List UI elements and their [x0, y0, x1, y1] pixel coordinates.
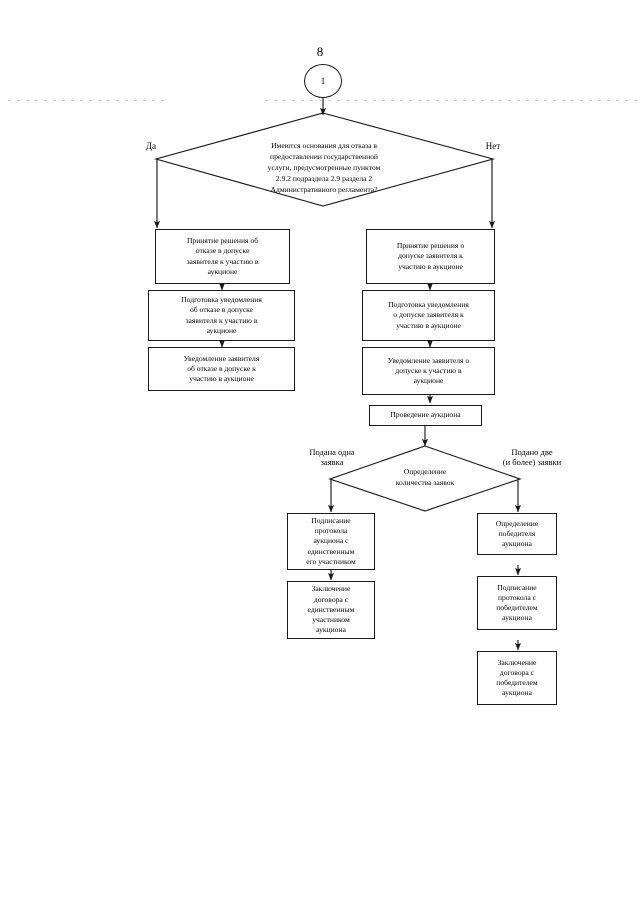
process-box-decision-admission: Принятие решения о допуске заявителя к у…: [366, 229, 495, 284]
start-connector-label: 1: [320, 76, 326, 86]
box-text: Заключение договора с единственным участ…: [307, 584, 355, 635]
process-box-contract-single: Заключение договора с единственным участ…: [287, 581, 375, 639]
branch-label-two-or-more-applications: Подано две (и более) заявки: [502, 447, 562, 468]
box-text: Принятие решения о допуске заявителя к у…: [396, 241, 465, 271]
box-text: Подписание протокола с победителем аукци…: [496, 582, 538, 623]
process-box-auction-holding: Проведение аукциона: [369, 405, 482, 426]
box-text: Заключение договора с победителем аукцио…: [496, 657, 538, 698]
box-text: Подписание протокола аукциона с единстве…: [306, 515, 356, 566]
process-box-notice-prep-refusal: Подготовка уведомления об отказе в допус…: [148, 290, 295, 341]
process-box-sign-protocol-single: Подписание протокола аукциона с единстве…: [287, 513, 375, 570]
scan-artifact-line: [265, 100, 640, 101]
box-text: Уведомление заявителя об отказе в допуск…: [183, 353, 260, 384]
process-box-contract-winner: Заключение договора с победителем аукцио…: [477, 651, 557, 705]
scan-artifact-line: [8, 100, 168, 101]
box-text: Принятие решения об отказе в допуске зая…: [186, 236, 259, 276]
box-text: Определение победителя аукциона: [495, 518, 539, 549]
process-box-determine-winner: Определение победителя аукциона: [477, 513, 557, 555]
branch-label-no: Нет: [485, 141, 501, 151]
box-text: Подготовка уведомления о допуске заявите…: [388, 300, 469, 330]
box-text: Уведомление заявителя о допуске к участи…: [387, 355, 470, 386]
process-box-notice-refusal: Уведомление заявителя об отказе в допуск…: [148, 347, 295, 391]
process-box-decision-refusal: Принятие решения об отказе в допуске зая…: [155, 229, 290, 284]
start-connector-circle: 1: [304, 64, 342, 98]
process-box-notice-prep-admission: Подготовка уведомления о допуске заявите…: [362, 290, 495, 341]
process-box-sign-protocol-winner: Подписание протокола с победителем аукци…: [477, 576, 557, 630]
process-box-notice-admission: Уведомление заявителя о допуске к участи…: [362, 347, 495, 395]
branch-label-yes: Да: [145, 141, 157, 151]
branch-label-single-application: Подана одна заявка: [309, 447, 355, 468]
box-text: Проведение аукциона: [390, 410, 461, 420]
box-text: Подготовка уведомления об отказе в допус…: [181, 295, 262, 335]
page-number: 8: [316, 44, 324, 59]
